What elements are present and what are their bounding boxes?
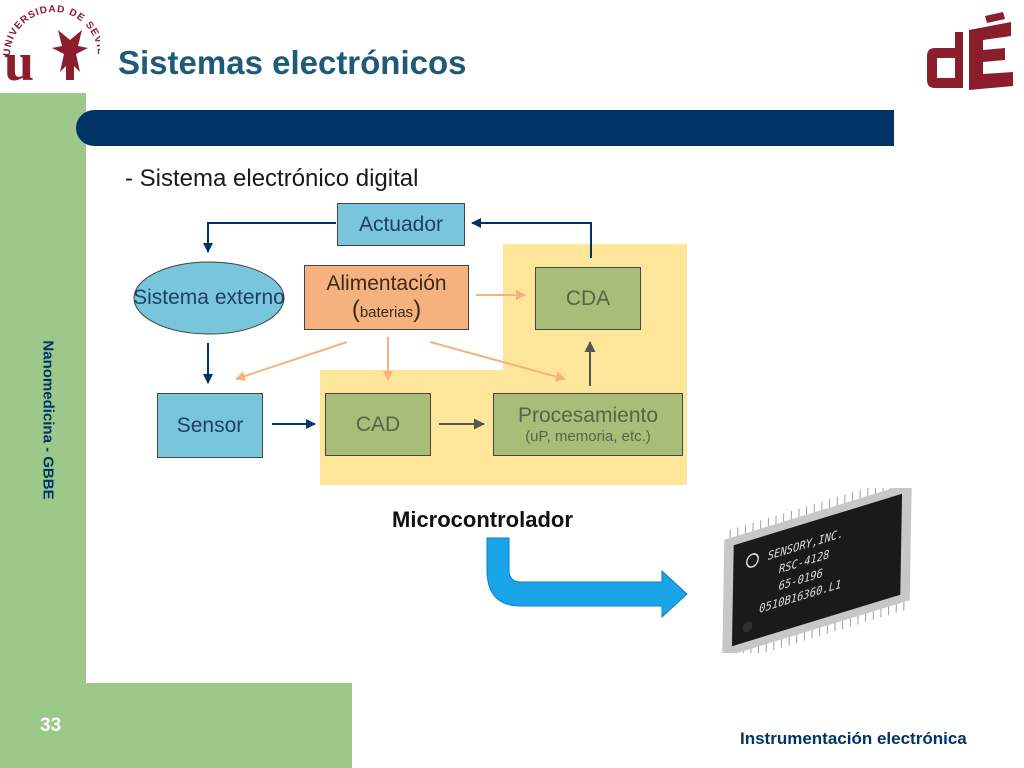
section-subtitle: - Sistema electrónico digital [125, 165, 419, 192]
arrow-cda-to-actuador [471, 218, 592, 258]
microcontroller-chip-image: SENSORY,INC. RSC-4128 65-0196 0510B16360… [722, 488, 912, 653]
page-number: 33 [40, 715, 62, 736]
microcontroller-pointer-arrow [486, 537, 688, 619]
page-title: Sistemas electrónicos [118, 44, 467, 81]
department-logo [927, 12, 1013, 90]
arrow-power-to-procesamiento [429, 341, 566, 382]
svg-text:u: u [4, 32, 34, 92]
cda-block: CDA [535, 267, 641, 330]
alimentacion-block: Alimentación (baterias) [304, 265, 469, 330]
sistema-externo-label: Sistema externo [133, 286, 285, 310]
alimentacion-label: Alimentación [326, 271, 447, 295]
footer-course-title: Instrumentación electrónica [740, 729, 967, 748]
actuador-block: Actuador [337, 203, 465, 246]
arrow-power-to-sensor [235, 341, 348, 381]
chip-brand-icon [746, 553, 759, 568]
microcontroller-label: Microcontrolador [392, 507, 573, 532]
sensor-block: Sensor [157, 393, 263, 458]
arrow-actuador-to-sistema [203, 222, 336, 253]
procesamiento-label: Procesamiento [517, 403, 659, 427]
procesamiento-block: Procesamiento (uP, memoria, etc.) [493, 393, 683, 456]
sistema-externo-ellipse [133, 261, 285, 335]
cad-block: CAD [325, 393, 431, 456]
left-green-band [0, 93, 86, 768]
bottom-green-band [0, 683, 352, 768]
university-logo: UNIVERSIDAD DE SEVILLA u [0, 0, 100, 92]
procesamiento-sub-label: (uP, memoria, etc.) [525, 428, 651, 446]
header-bar [76, 110, 894, 146]
baterias-line: (baterias) [351, 295, 422, 323]
baterias-label: baterias [359, 303, 414, 321]
